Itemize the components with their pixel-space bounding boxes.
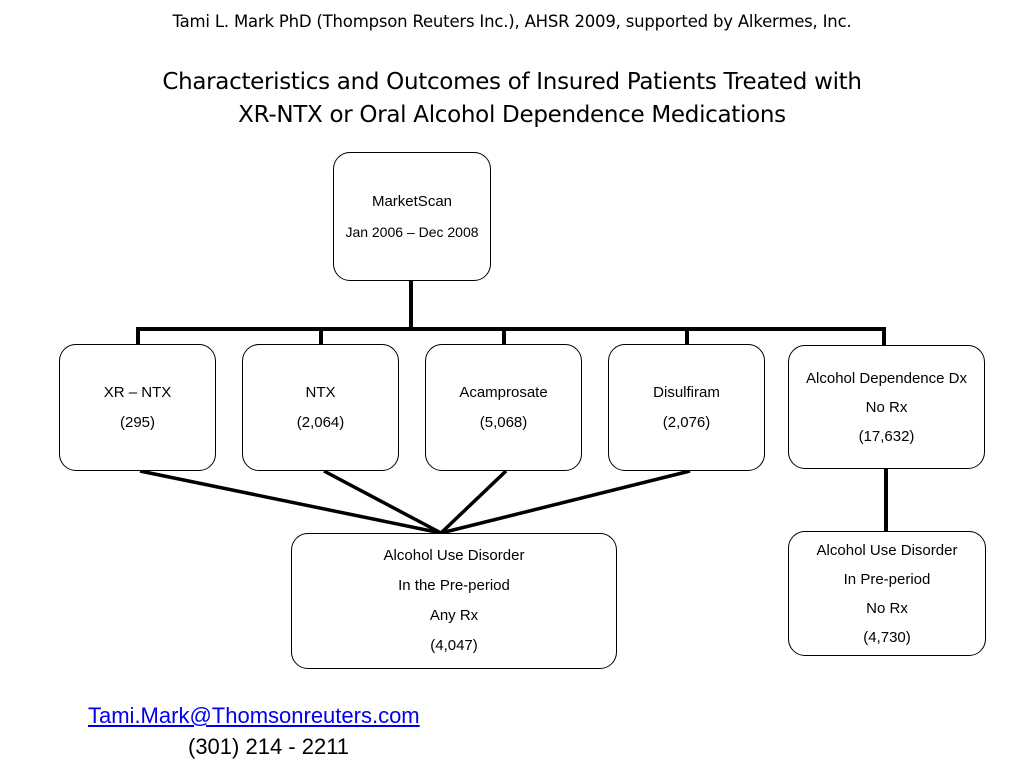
aud-any-rx-count: (4,047) [430,637,478,654]
xr-ntx-label: XR – NTX [103,383,172,401]
aud-any-rx-line-3: Any Rx [429,607,479,624]
converge-ntx [323,469,442,535]
attribution-line: Tami L. Mark PhD (Thompson Reuters Inc.)… [172,12,852,31]
no-rx-count: (17,632) [858,427,915,445]
xr-ntx-box: XR – NTX (295) [59,344,216,471]
ntx-box: NTX (2,064) [242,344,399,471]
marketscan-box: MarketScan Jan 2006 – Dec 2008 [333,152,491,281]
alcohol-dependence-label: Alcohol Dependence Dx [806,369,967,387]
disulfiram-count: (2,076) [662,413,711,431]
contact-phone: (301) 214 - 2211 [188,734,350,759]
slide-title: Characteristics and Outcomes of Insured … [0,66,1024,132]
acamprosate-box: Acamprosate (5,068) [425,344,582,471]
aud-no-rx-line-1: Alcohol Use Disorder [816,541,958,559]
converge-xrntx [139,469,442,535]
acamprosate-count: (5,068) [479,413,528,431]
aud-no-rx-line-2: In Pre-period [843,570,931,588]
aud-no-rx-box: Alcohol Use Disorder In Pre-period No Rx… [788,531,986,656]
alcohol-dependence-no-rx-box: Alcohol Dependence Dx No Rx (17,632) [788,345,985,469]
aud-any-rx-line-1: Alcohol Use Disorder [383,547,525,564]
xr-ntx-count: (295) [119,413,156,431]
contact-email-link[interactable]: Tami.Mark@Thomsonreuters.com [88,703,420,728]
marketscan-date-range: Jan 2006 – Dec 2008 [345,223,479,240]
ntx-label: NTX [305,383,336,401]
disulfiram-box: Disulfiram (2,076) [608,344,765,471]
acamprosate-label: Acamprosate [459,383,548,401]
title-line-1: Characteristics and Outcomes of Insured … [162,69,862,95]
no-rx-label: No Rx [865,398,908,416]
aud-no-rx-line-3: No Rx [866,599,908,617]
title-line-2: XR-NTX or Oral Alcohol Dependence Medica… [238,102,786,128]
converge-disulfiram [440,469,691,535]
aud-no-rx-count: (4,730) [863,628,911,646]
ntx-count: (2,064) [296,413,345,431]
disulfiram-label: Disulfiram [653,383,720,401]
aud-any-rx-box: Alcohol Use Disorder In the Pre-period A… [291,533,617,669]
converge-acamprosate [439,469,508,535]
marketscan-label: MarketScan [371,192,453,210]
aud-any-rx-line-2: In the Pre-period [398,577,510,594]
